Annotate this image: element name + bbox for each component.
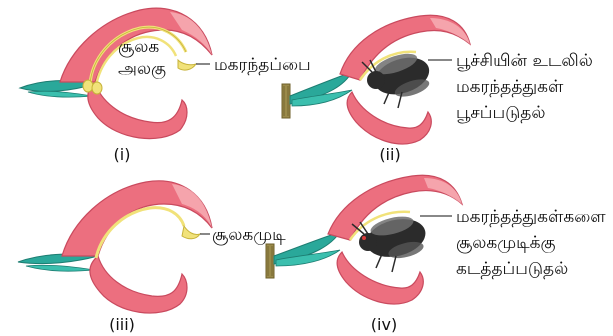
anther-label: மகரந்தப்பை <box>214 55 311 75</box>
flower-icon <box>18 181 212 313</box>
ovary-label-line-1: சூலக <box>118 37 159 57</box>
pollen-transfer-label-line-2: சூலகமுடிக்கு <box>456 233 556 253</box>
pollen-transfer-label-line-3: கடத்தப்படுதல் <box>456 259 568 279</box>
panel-number-1: (i) <box>114 145 131 164</box>
panel-number-4: (iv) <box>371 315 397 334</box>
panel-4: மகரந்தத்துகள்களை சூலகமுடிக்கு கடத்தப்படு… <box>266 175 606 334</box>
panel-3: சூலகமுடி (iii) <box>18 181 286 334</box>
insect-body-label-line-3: பூசப்படுதல் <box>456 103 545 123</box>
panel-2: பூச்சியின் உடலில் மகரந்தத்துகள் பூசப்படு… <box>282 15 593 164</box>
panel-number-3: (iii) <box>109 315 135 334</box>
insect-body-label-line-1: பூச்சியின் உடலில் <box>456 51 593 71</box>
insect-body-label-line-2: மகரந்தத்துகள் <box>456 77 564 97</box>
pollen-transfer-label-line-1: மகரந்தத்துகள்களை <box>456 207 606 227</box>
stigma-label: சூலகமுடி <box>212 225 286 245</box>
panel-number-2: (ii) <box>379 145 400 164</box>
bee-icon <box>352 213 429 272</box>
flower-icon <box>20 8 212 138</box>
panel-1: சூலக அலகு மகரந்தப்பை (i) <box>20 8 311 164</box>
ovary-label-line-2: அலகு <box>118 59 166 79</box>
